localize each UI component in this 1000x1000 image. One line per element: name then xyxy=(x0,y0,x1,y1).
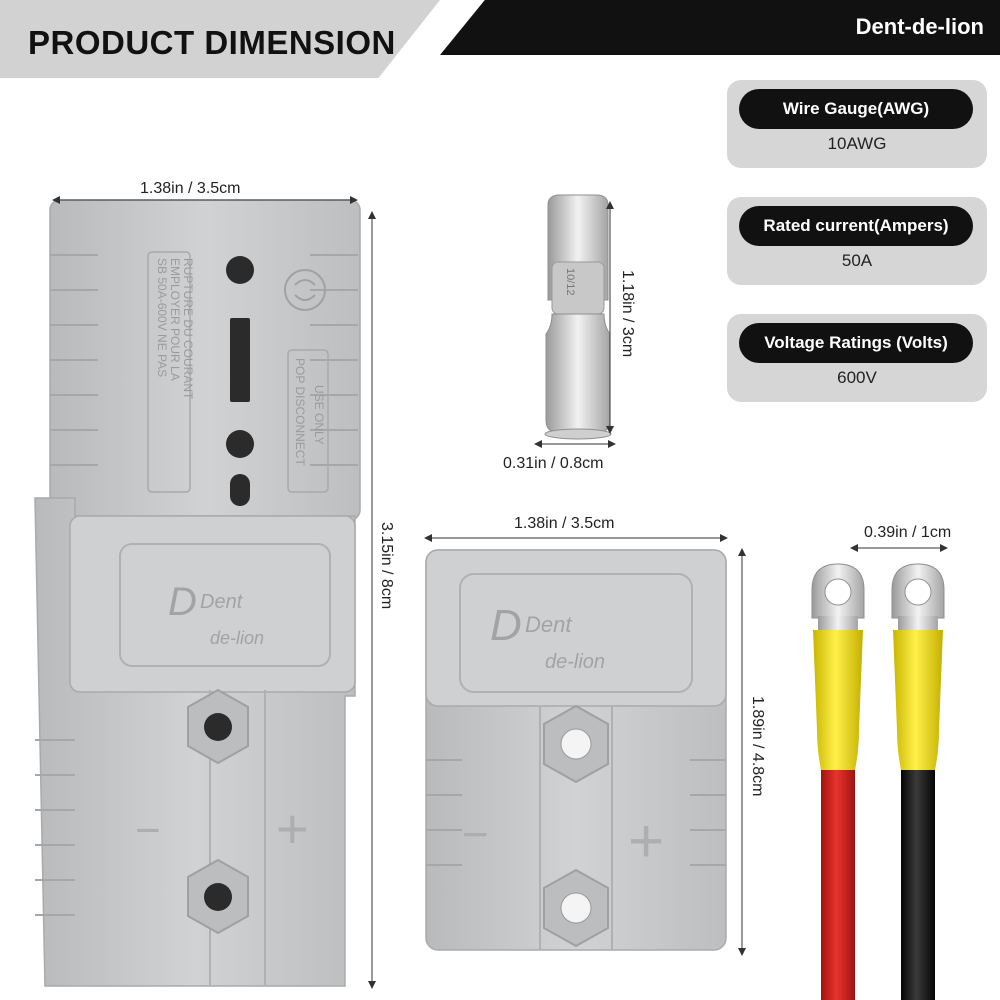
spec-card-voltage-ratings: Voltage Ratings (Volts) 600V xyxy=(727,314,987,402)
header-banner-right xyxy=(440,0,1000,55)
dimension-single-height: 1.89in / 4.8cm xyxy=(749,696,766,797)
plus-sign: + xyxy=(628,807,664,876)
connector-pair: SB 50A-600V NE PAS EMPLOYER POUR LA RUPT… xyxy=(34,199,361,987)
spec-label: Wire Gauge(AWG) xyxy=(739,89,973,129)
dimension-single-width: 1.38in / 3.5cm xyxy=(514,515,615,532)
spec-card-wire-gauge: Wire Gauge(AWG) 10AWG xyxy=(727,80,987,168)
spec-value: 10AWG xyxy=(827,134,887,153)
logo-d-icon: D xyxy=(168,580,197,624)
minus-sign: − xyxy=(462,808,489,860)
pin-hole xyxy=(226,256,254,284)
logo-text: de-lion xyxy=(545,651,605,673)
spec-value: 50A xyxy=(841,251,873,270)
logo-panel xyxy=(119,543,331,667)
spec-card-rated-current: Rated current(Ampers) 50A xyxy=(727,197,987,285)
spec-label: Voltage Ratings (Volts) xyxy=(739,323,973,363)
single-connector: D Dent de-lion − + xyxy=(425,549,727,951)
header-banner-left xyxy=(0,0,440,78)
pin-hole xyxy=(226,430,254,458)
page-title: PRODUCT DIMENSION xyxy=(28,24,396,61)
heat-shrink xyxy=(813,630,863,770)
side-ribs xyxy=(50,254,358,466)
housing-text: POP DISCONNECT xyxy=(293,358,307,466)
dimension-pair-height: 3.15in / 8cm xyxy=(378,522,395,610)
housing-text: USE ONLY xyxy=(312,385,326,445)
logo-text: Dent xyxy=(525,612,572,637)
dimension-pair-width: 1.38in / 3.5cm xyxy=(140,180,241,197)
dimension-terminal-width: 0.39in / 1cm xyxy=(864,524,952,541)
dimension-pin-width: 0.31in / 0.8cm xyxy=(503,455,604,472)
plus-sign: + xyxy=(276,797,309,860)
housing-text: EMPLOYER POUR LA xyxy=(168,258,182,381)
spec-label: Rated current(Ampers) xyxy=(739,206,973,246)
contact-pin: 10/12 xyxy=(544,194,612,440)
logo-panel xyxy=(459,573,693,693)
logo-text: de-lion xyxy=(210,628,264,648)
brand-name: Dent-de-lion xyxy=(855,14,984,39)
black-wire xyxy=(901,770,935,1000)
minus-sign: − xyxy=(135,806,161,855)
dimension-pin-height: 1.18in / 3cm xyxy=(619,270,636,358)
red-wire xyxy=(821,770,855,1000)
logo-d-icon: D xyxy=(490,601,522,650)
pin-slot xyxy=(230,318,250,402)
pin-hole xyxy=(230,474,250,506)
housing-text: RUPTURE DU COURANT xyxy=(181,258,195,400)
certification-mark-icon xyxy=(284,269,326,311)
pin-marking: 10/12 xyxy=(564,268,576,296)
spec-value: 600V xyxy=(837,368,877,387)
cable-assembly xyxy=(811,563,945,1000)
logo-text: Dent xyxy=(200,591,244,613)
housing-text: SB 50A-600V NE PAS xyxy=(155,258,169,377)
heat-shrink xyxy=(893,630,943,770)
